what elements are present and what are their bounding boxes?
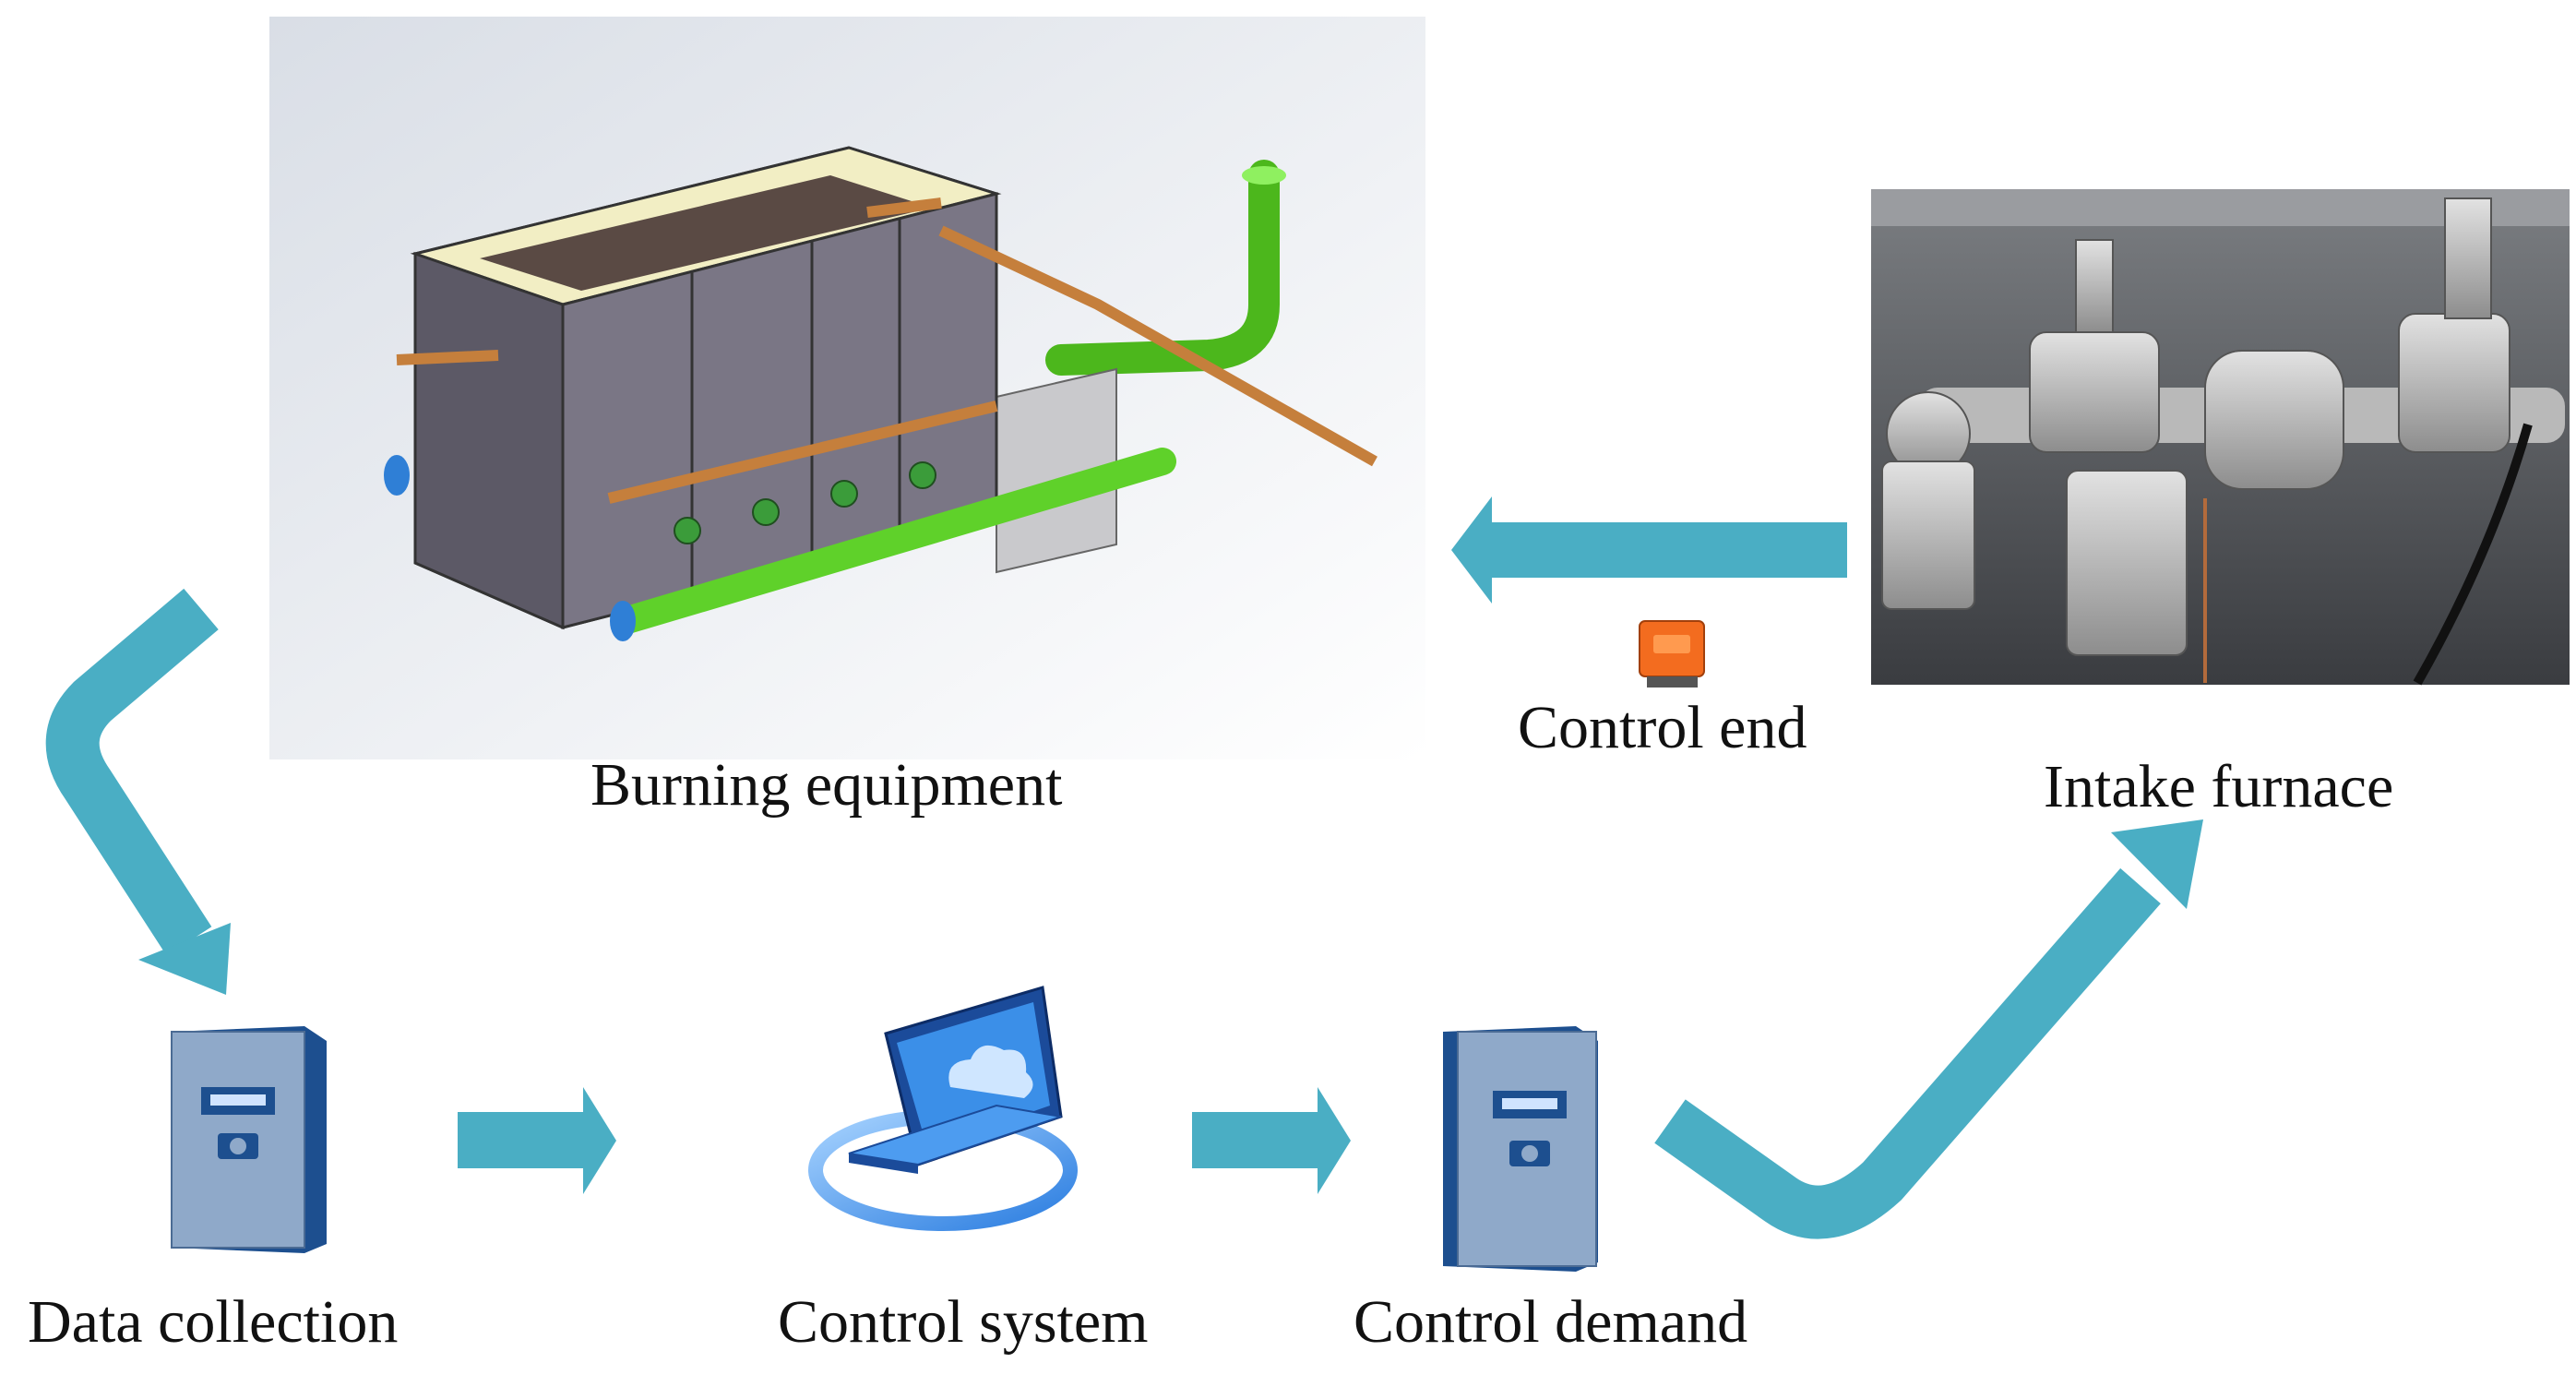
label-intake-furnace: Intake furnace	[2044, 753, 2394, 820]
label-data-collection: Data collection	[28, 1288, 399, 1356]
laptop-cloud-icon	[808, 986, 1078, 1231]
label-control-demand: Control demand	[1354, 1288, 1748, 1356]
label-control-system: Control system	[778, 1288, 1149, 1356]
gas-valve-photo	[1871, 189, 2570, 686]
server-cabinet-icon	[171, 1026, 327, 1253]
arrow-to-control-demand	[1192, 1087, 1351, 1194]
burner-furnace-illustration	[269, 17, 1425, 759]
flow-arrows	[458, 496, 1847, 1194]
label-control-end: Control end	[1518, 694, 1807, 761]
arrow-to-control-system	[458, 1087, 616, 1194]
control-demand-cabinet-icon	[1443, 1026, 1598, 1272]
actuator-icon	[1639, 620, 1705, 688]
arrow-to-intake-furnace	[1654, 819, 2203, 1239]
arrow-to-burner	[1451, 496, 1847, 604]
arrow-to-data-collection	[45, 588, 231, 995]
label-burning-equipment: Burning equipment	[590, 751, 1063, 819]
